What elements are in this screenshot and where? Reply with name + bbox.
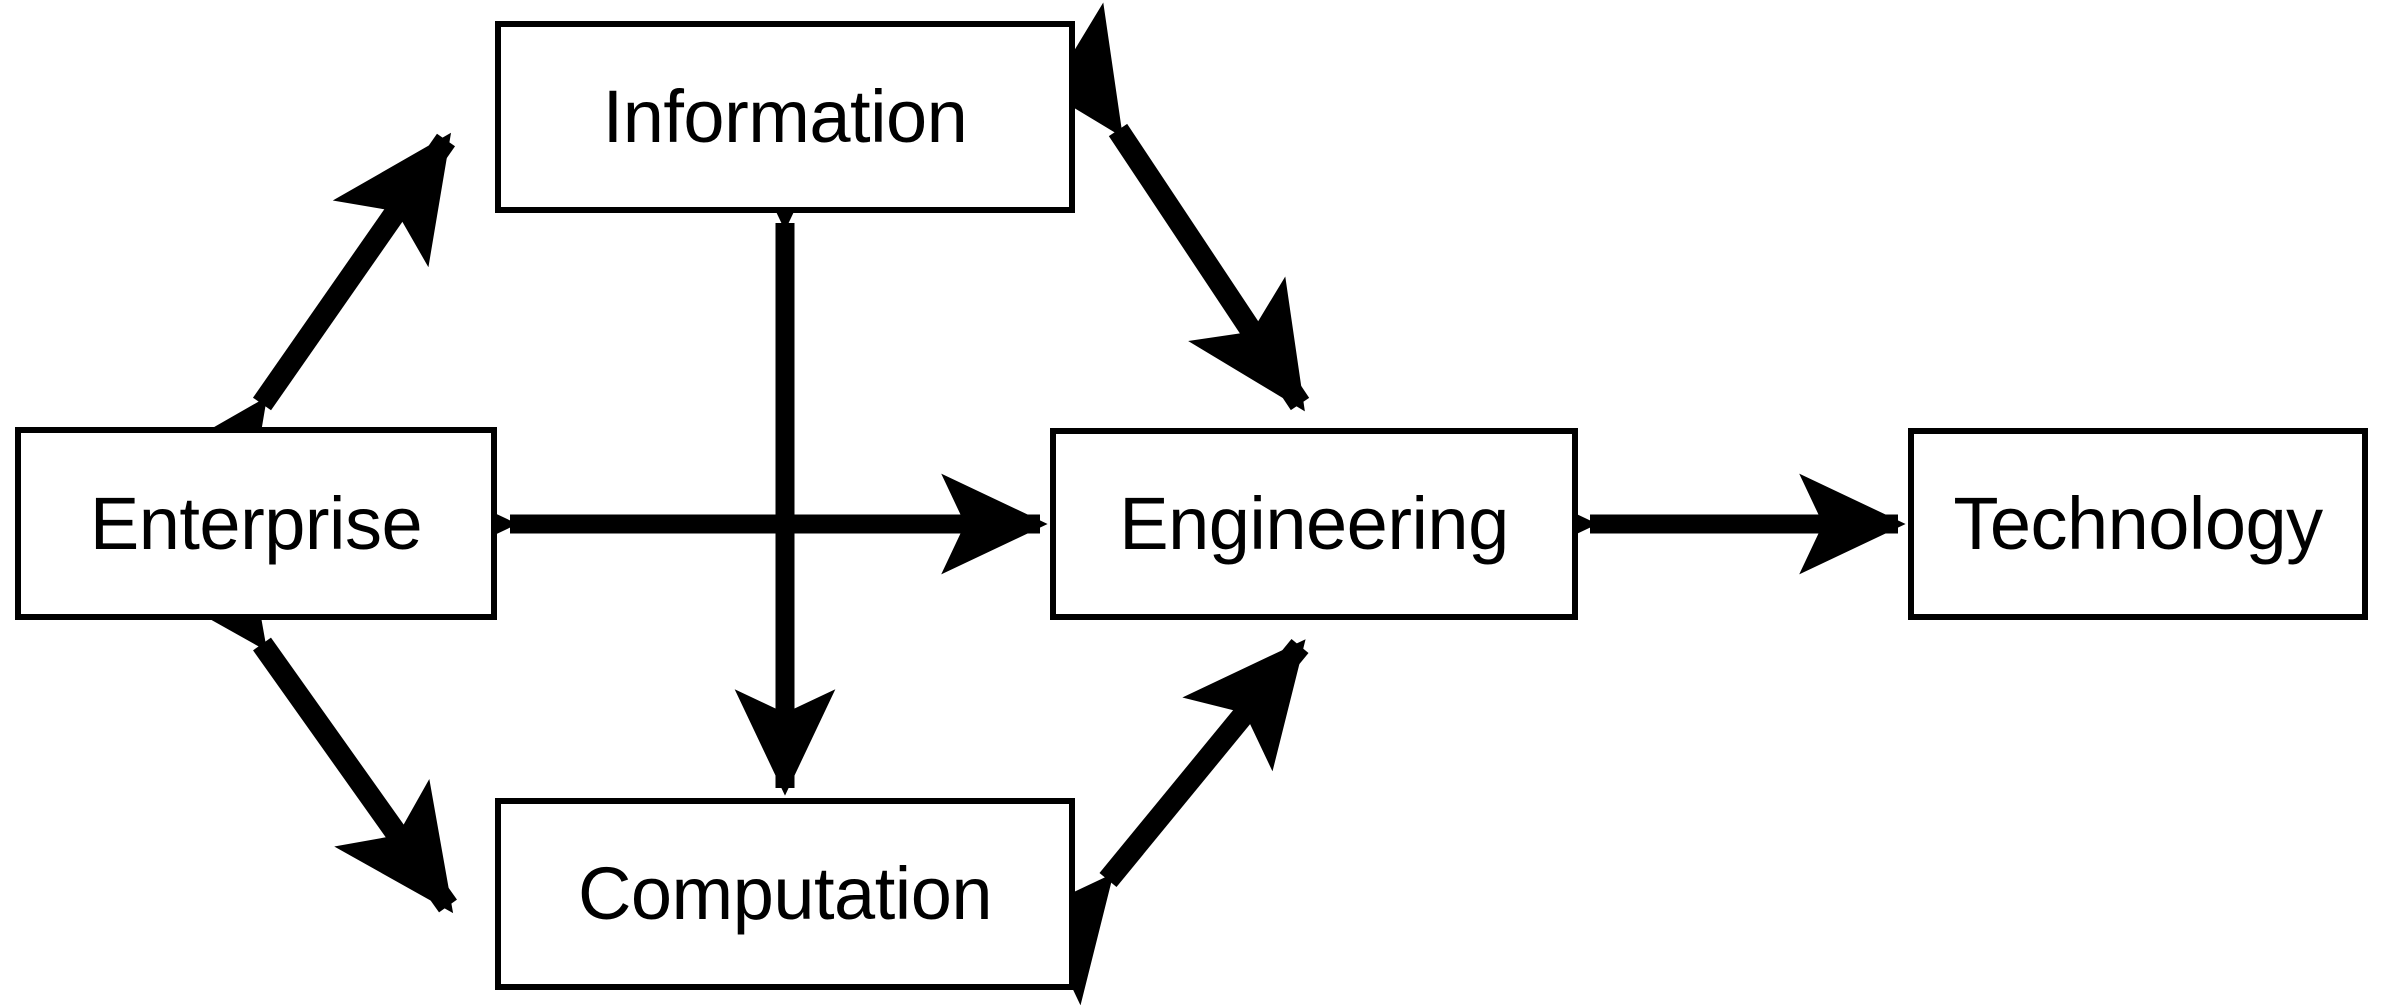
node-enterprise-label: Enterprise bbox=[89, 481, 423, 565]
node-enterprise[interactable]: Enterprise bbox=[15, 427, 497, 620]
connector-information-engineering bbox=[1006, 2, 1310, 412]
connector-enterprise-computation bbox=[148, 516, 457, 914]
node-information-label: Information bbox=[602, 75, 968, 158]
node-engineering[interactable]: Engineering bbox=[1050, 428, 1578, 620]
node-engineering-label: Engineering bbox=[1119, 482, 1509, 565]
node-computation-label: Computation bbox=[577, 852, 993, 935]
connector-enterprise-information bbox=[148, 132, 456, 532]
connector-computation-engineering bbox=[990, 639, 1309, 1006]
node-information[interactable]: Information bbox=[495, 21, 1075, 213]
node-computation[interactable]: Computation bbox=[495, 798, 1075, 990]
node-technology[interactable]: Technology bbox=[1908, 428, 2368, 620]
node-technology-label: Technology bbox=[1953, 482, 2323, 565]
